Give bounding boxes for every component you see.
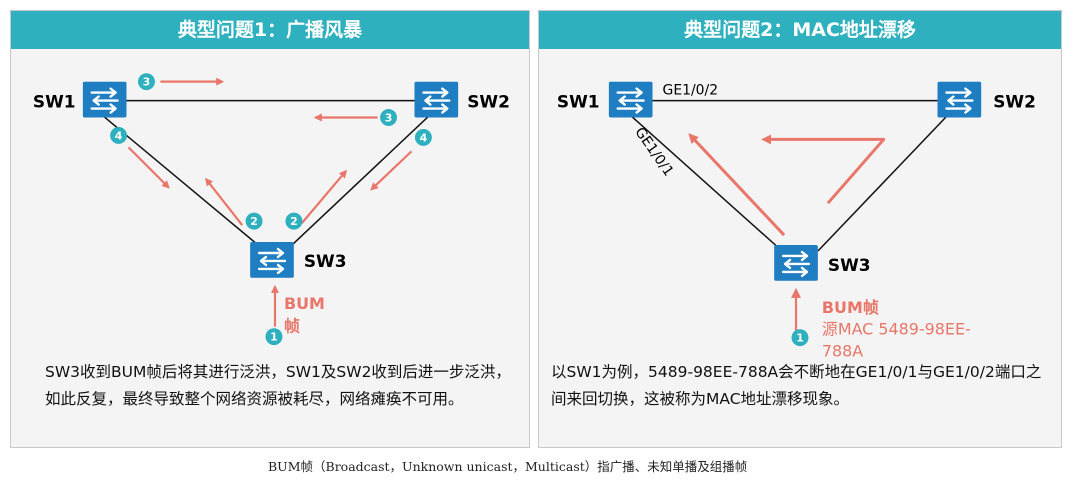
arrow-step4-right — [370, 150, 413, 191]
bum-label-line1: BUM帧 — [822, 298, 879, 317]
sw3-switch-icon — [250, 242, 294, 278]
sw2-label: SW2 — [467, 92, 510, 112]
bum-label-line2: 帧 — [284, 317, 300, 336]
bum-label-line3: 788A — [822, 342, 863, 361]
panel-title: 典型问题1：广播风暴 — [11, 11, 529, 49]
arrow-step2-right — [301, 169, 347, 224]
svg-text:4: 4 — [115, 129, 123, 142]
diagram-mac-flapping: SW1 SW2 SW3 GE1/0/2 GE1/0/1 1 BUM帧 源MAC … — [557, 81, 1036, 361]
step-badge-3a: 3 — [138, 73, 155, 91]
panel-mac-flapping: 典型问题2：MAC地址漂移 SW1 SW2 SW3 GE1/0/2 GE1/0/… — [538, 10, 1062, 448]
bum-label-line1: BUM — [284, 294, 325, 313]
step-badge-1: 1 — [791, 329, 809, 347]
panel-title: 典型问题2：MAC地址漂移 — [539, 11, 1061, 49]
panel1-caption: SW3收到BUM帧后将其进行泛洪，SW1及SW2收到后进一步泛洪，如此反复，最终… — [45, 363, 511, 408]
sw1-label: SW1 — [33, 92, 76, 112]
step-badge-4b: 4 — [414, 128, 432, 146]
arrow-step4-left — [127, 146, 170, 189]
sw1-switch-icon — [608, 81, 653, 118]
step-badge-3b: 3 — [380, 109, 398, 126]
step-badge-2b: 2 — [285, 212, 303, 230]
port-label-ge1-0-1: GE1/0/1 — [631, 125, 676, 180]
svg-text:2: 2 — [290, 215, 298, 228]
step-badge-4a: 4 — [110, 126, 128, 144]
panel-broadcast-storm: 典型问题1：广播风暴 SW1 SW2 SW3 — [10, 10, 530, 448]
sw2-label: SW2 — [993, 92, 1036, 112]
svg-text:3: 3 — [143, 76, 151, 89]
footnote: BUM帧（Broadcast，Unknown unicast，Multicast… — [268, 459, 748, 474]
svg-text:3: 3 — [385, 112, 393, 125]
svg-text:1: 1 — [270, 331, 278, 344]
sw3-switch-icon — [774, 245, 818, 281]
port-label-ge1-0-2: GE1/0/2 — [663, 83, 719, 99]
sw1-switch-icon — [82, 81, 127, 118]
link-sw2-sw3 — [291, 114, 430, 246]
panel2-caption: 以SW1为例，5489-98EE-788A会不断地在GE1/0/1与GE1/0/… — [551, 363, 1042, 408]
link-sw2-sw3 — [817, 115, 948, 252]
step-badge-2a: 2 — [245, 212, 263, 230]
arrow-step2-left — [205, 177, 243, 226]
link-sw1-sw3 — [102, 114, 259, 246]
sw2-switch-icon — [414, 81, 459, 118]
step-badge-1: 1 — [265, 328, 283, 346]
svg-text:4: 4 — [420, 131, 428, 144]
arrow-sw3-to-sw1 — [688, 133, 786, 237]
sw2-switch-icon — [937, 81, 982, 118]
arrow-return-loop — [761, 134, 886, 205]
sw3-label: SW3 — [304, 251, 347, 271]
svg-text:2: 2 — [250, 215, 258, 228]
diagram-broadcast-storm: SW1 SW2 SW3 1 2 2 3 3 4 4 BUM 帧 — [33, 73, 510, 346]
bum-label-line2: 源MAC 5489-98EE- — [822, 320, 971, 339]
link-sw1-sw3 — [630, 114, 783, 252]
sw3-label: SW3 — [828, 255, 871, 275]
svg-text:1: 1 — [796, 332, 804, 345]
sw1-label: SW1 — [557, 92, 600, 112]
